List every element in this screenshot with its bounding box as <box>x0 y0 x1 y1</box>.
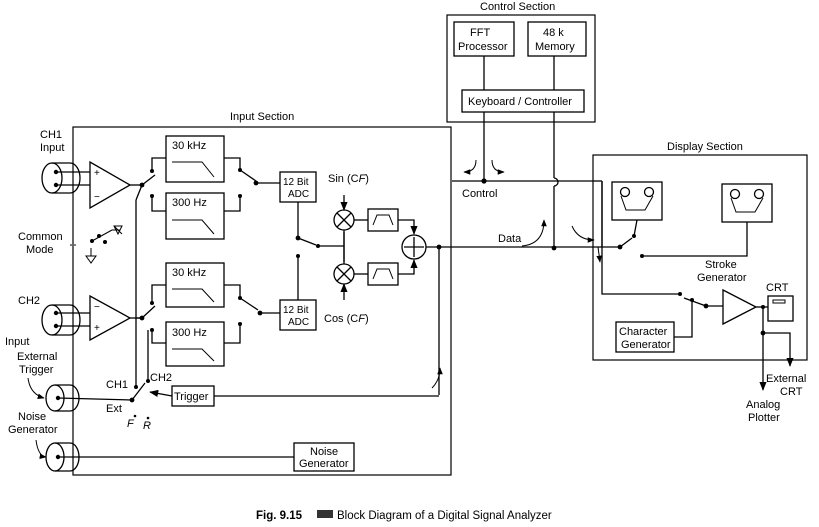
ch2-filter-300hz <box>165 321 225 367</box>
ch2-filter-30khz-label: 30 kHz <box>172 267 206 279</box>
f-label: F <box>127 418 135 430</box>
ch1-input-label-1: CH1 <box>40 129 62 141</box>
ch2-adc <box>279 299 317 331</box>
crt-label: CRT <box>766 282 789 294</box>
common-mode-label-1: Common <box>18 231 63 243</box>
noise-generator-label-1: Noise <box>18 411 46 423</box>
ch2-adc-label-2: ADC <box>288 317 309 328</box>
fft-processor-label-2: Processor <box>458 41 508 53</box>
fft-processor-block <box>453 21 515 57</box>
figure-caption: Block Diagram of a Digital Signal Analyz… <box>337 510 552 522</box>
external-crt-label-2: CRT <box>780 386 803 398</box>
noise-generator-block-label-2: Generator <box>299 458 349 470</box>
control-section-frame <box>446 14 596 123</box>
sin-lowpass-filter <box>367 208 399 232</box>
memory-label-1: 48 k <box>543 27 564 39</box>
input-section-frame <box>72 126 452 476</box>
ch1-input-connector <box>41 162 81 194</box>
character-generator-label-2: Generator <box>621 339 671 351</box>
ch1-trigger-label: CH1 <box>106 379 128 391</box>
ch2-input-connector <box>41 304 81 336</box>
summing-junction <box>401 234 427 260</box>
ch2-label: CH2 <box>18 295 40 307</box>
ch2-amplifier <box>89 294 132 342</box>
control-section-title: Control Section <box>480 1 555 13</box>
keyboard-controller-block <box>461 89 585 113</box>
external-trigger-label-1: External <box>17 351 57 363</box>
trigger-label: Trigger <box>174 391 209 403</box>
input-section-title: Input Section <box>230 111 294 123</box>
ch2-input-label: Input <box>5 336 29 348</box>
analog-plotter-label-2: Plotter <box>748 412 780 424</box>
data-signal-label: Data <box>498 233 522 245</box>
display-unit-2 <box>721 183 773 223</box>
ch2-filter-30khz <box>165 262 225 308</box>
stroke-generator-label-2: Generator <box>697 272 747 284</box>
display-section-title: Display Section <box>667 141 743 153</box>
ch1-adc <box>279 171 317 203</box>
cos-lowpass-filter <box>367 262 399 286</box>
fft-processor-label-1: FFT <box>470 27 490 39</box>
display-unit-1 <box>611 181 663 221</box>
control-signal-label: Control <box>462 188 497 200</box>
ch1-amplifier <box>89 160 132 210</box>
ch1-filter-300hz-label: 300 Hz <box>172 197 207 209</box>
ch2-adc-label-1: 12 Bit <box>283 305 309 316</box>
sin-mixer <box>333 209 355 231</box>
keyboard-controller-label: Keyboard / Controller <box>468 96 572 108</box>
display-section-frame <box>592 154 808 361</box>
common-mode-label-2: Mode <box>26 244 54 256</box>
ch1-filter-300hz <box>165 192 225 240</box>
cos-mixer <box>333 263 355 285</box>
memory-block <box>527 21 587 57</box>
stroke-generator-label-1: Stroke <box>705 259 737 271</box>
ch1-adc-label-2: ADC <box>288 189 309 200</box>
character-generator-label-1: Character <box>619 326 668 338</box>
ch2-amp-minus: − <box>94 302 100 313</box>
ch1-filter-30khz-label: 30 kHz <box>172 140 206 152</box>
noise-generator-block-label-1: Noise <box>310 446 338 458</box>
ext-trigger-label: Ext <box>106 403 122 415</box>
ch1-amp-plus: + <box>94 168 100 179</box>
ch2-trigger-label: CH2 <box>150 372 172 384</box>
cos-cf-label: Cos (CF) <box>324 313 369 325</box>
sin-cf-label: Sin (CF) <box>328 173 369 185</box>
ch1-adc-label-1: 12 Bit <box>283 177 309 188</box>
ch2-filter-300hz-label: 300 Hz <box>172 327 207 339</box>
caption-marker <box>317 510 333 518</box>
stroke-generator-amplifier <box>722 288 758 326</box>
external-crt-label-1: External <box>766 373 806 385</box>
ch2-amp-plus: + <box>94 323 100 334</box>
external-trigger-label-2: Trigger <box>19 364 54 376</box>
ch1-input-label-2: Input <box>40 142 64 154</box>
r-label: R <box>143 420 151 432</box>
ch1-amp-minus: − <box>94 192 100 203</box>
analog-plotter-label-1: Analog <box>746 399 780 411</box>
memory-label-2: Memory <box>535 41 575 53</box>
ch1-filter-30khz <box>165 135 225 183</box>
noise-generator-label-2: Generator <box>8 424 58 436</box>
figure-number: Fig. 9.15 <box>256 510 303 522</box>
common-mode-switch <box>70 225 123 264</box>
